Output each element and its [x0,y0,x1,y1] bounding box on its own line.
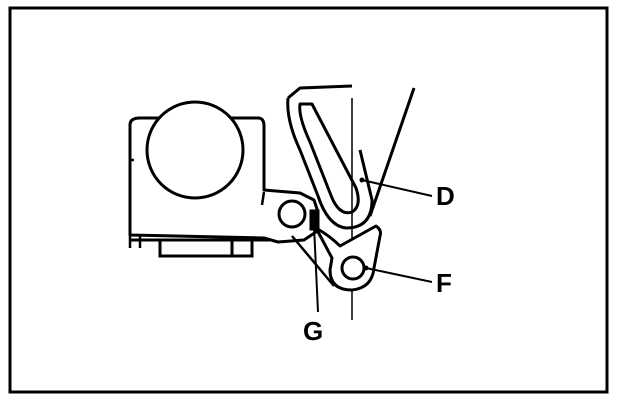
label-d: D [436,181,455,211]
slotted-lever [286,84,374,230]
figure-frame [8,6,609,394]
housing-lower-bracket [130,238,270,258]
housing-pivot-circle [277,199,307,229]
label-f: F [436,268,452,298]
leader-dot-d [359,177,365,183]
leader-line-f [365,267,433,283]
housing-inner-edge [128,158,266,248]
leader-line-d [361,179,433,197]
leader-dot-f [363,265,369,271]
connecting-link [291,235,335,287]
diagonal-arm [368,87,416,217]
lever-slot [298,102,360,215]
pin-f-circle [340,255,366,281]
leader-line-g [313,225,319,313]
label-g: G [303,316,323,346]
housing-large-circle [145,100,245,200]
